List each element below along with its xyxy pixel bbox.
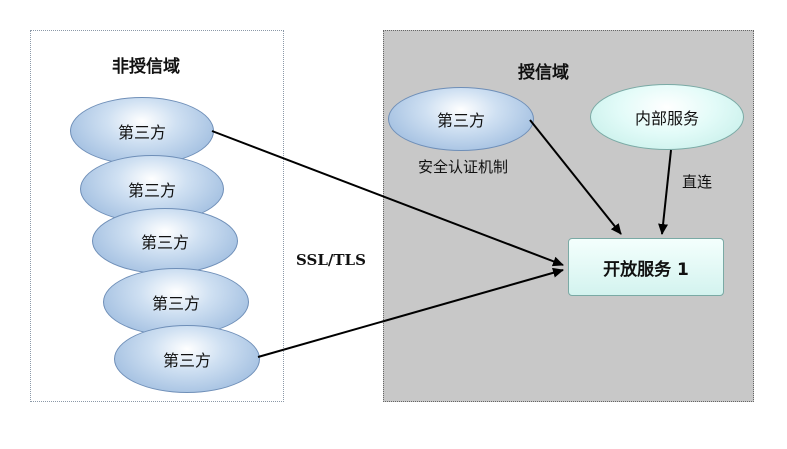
third-party-node-4: 第三方 bbox=[103, 268, 249, 336]
arrow-trusted-third-party-to-service bbox=[529, 119, 622, 235]
open-service-box: 开放服务 1 bbox=[568, 238, 724, 296]
arrow-untrusted-bottom-to-service bbox=[257, 267, 564, 358]
ssl-tls-label: SSL/TLS bbox=[296, 251, 366, 269]
direct-connect-label: 直连 bbox=[682, 173, 713, 191]
auth-mechanism-label: 安全认证机制 bbox=[418, 158, 509, 176]
third-party-node-1: 第三方 bbox=[70, 97, 214, 165]
arrow-internal-service-to-service bbox=[658, 149, 672, 235]
third-party-node-5: 第三方 bbox=[114, 325, 260, 393]
trusted-third-party-node: 第三方 bbox=[388, 87, 534, 151]
third-party-node-3: 第三方 bbox=[92, 208, 238, 274]
trusted-domain-title: 授信域 bbox=[518, 63, 569, 83]
arrow-untrusted-top-to-service bbox=[211, 130, 564, 267]
untrusted-domain-title: 非授信域 bbox=[112, 57, 180, 77]
internal-service-node: 内部服务 bbox=[590, 84, 744, 150]
